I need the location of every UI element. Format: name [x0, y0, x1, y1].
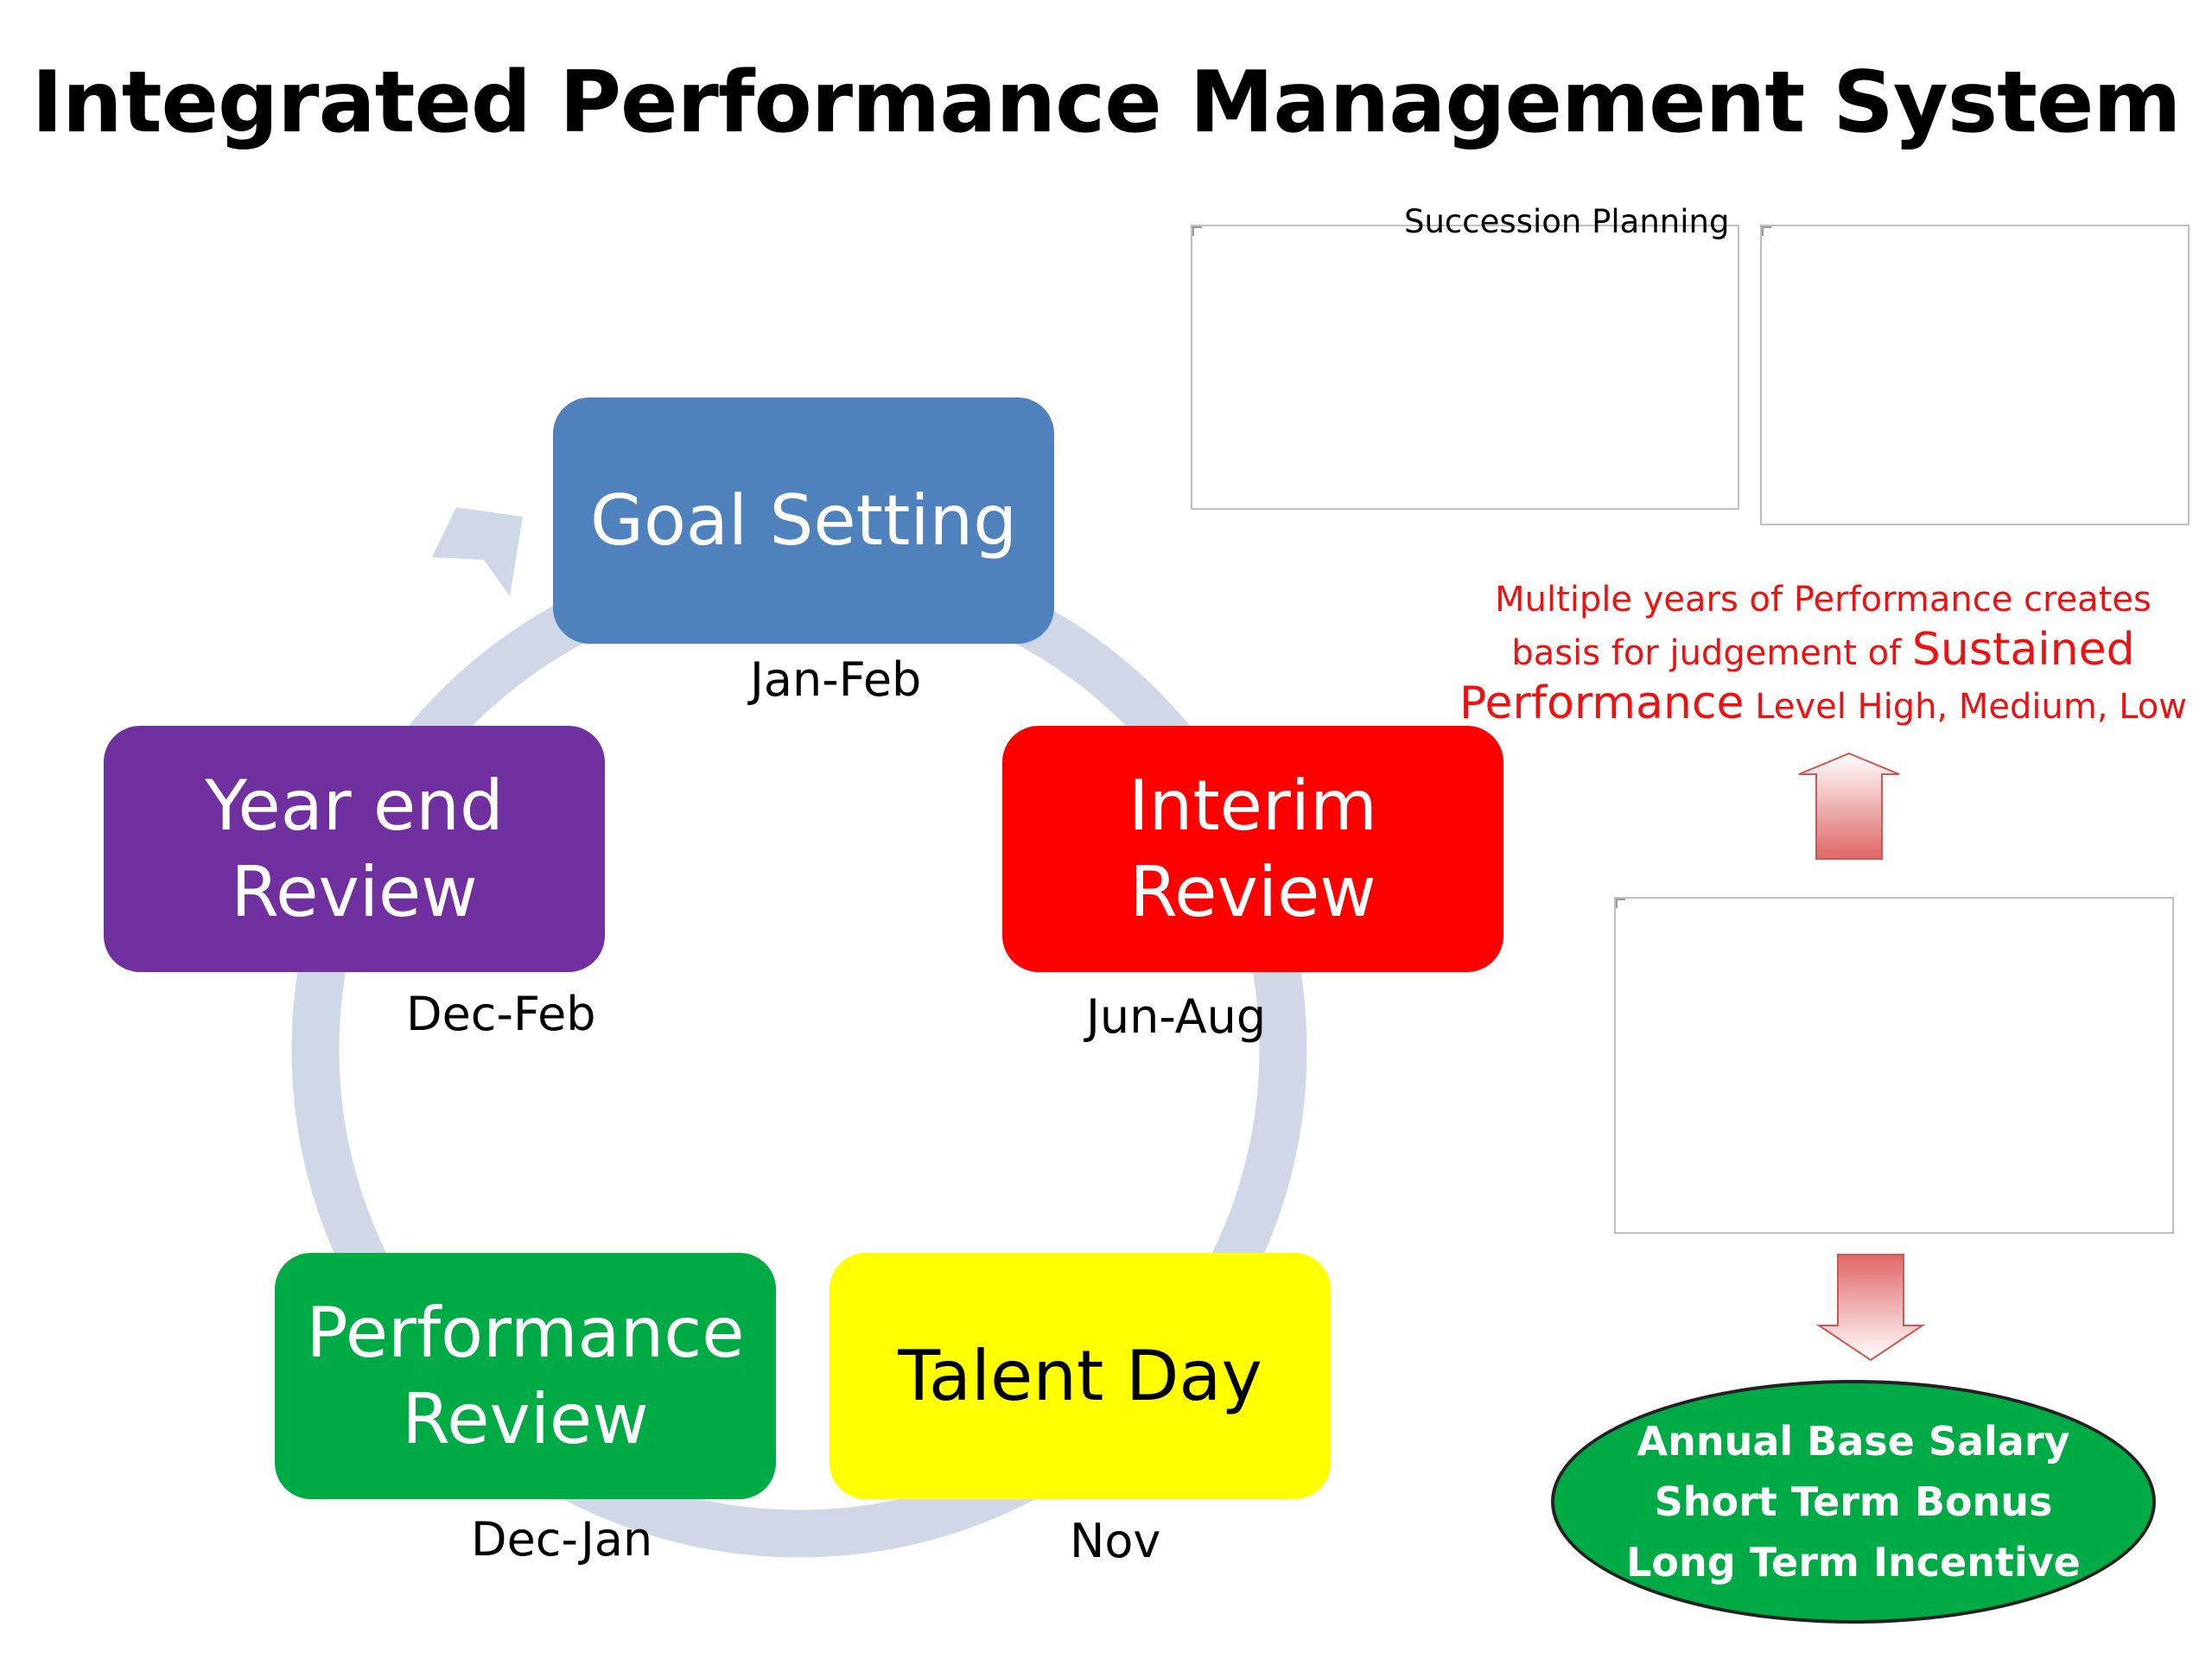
stage-performance-review: Performance Review	[275, 1253, 776, 1499]
sustained-performance-note: Multiple years of Performance creates ba…	[1434, 575, 2212, 732]
image-placeholder-frame	[1760, 225, 2190, 525]
compensation-line-1: Annual Base Salary	[1637, 1418, 2070, 1465]
image-placeholder-frame	[1614, 897, 2174, 1234]
note-line-3: Performance Level High, Medium, Low	[1459, 677, 2188, 729]
stage-interim-review: Interim Review	[1002, 726, 1503, 972]
period-performance-review: Dec-Jan	[471, 1512, 653, 1567]
stage-talent-day: Talent Day	[830, 1253, 1331, 1499]
broken-image-icon	[1762, 226, 1771, 236]
page-title: Integrated Performance Management System	[31, 54, 2181, 152]
broken-image-icon	[1616, 899, 1625, 908]
broken-image-icon	[1192, 226, 1202, 236]
compensation-line-3: Long Term Incentive	[1626, 1539, 2081, 1586]
stage-year-end-review: Year end Review	[104, 726, 605, 972]
stage-goal-setting: Goal Setting	[553, 397, 1054, 644]
period-goal-setting: Jan-Feb	[750, 652, 922, 707]
compensation-ellipse: Annual Base Salary Short Term Bonus Long…	[1551, 1380, 2156, 1624]
arrow-up-icon	[1798, 752, 1900, 860]
arrow-down-icon	[1815, 1254, 1926, 1362]
succession-planning-label: Succession Planning	[1404, 203, 1730, 240]
period-year-end-review: Dec-Feb	[406, 987, 596, 1041]
note-line-1: Multiple years of Performance creates	[1495, 580, 2152, 620]
period-interim-review: Jun-Aug	[1086, 989, 1267, 1044]
image-placeholder-frame	[1191, 225, 1739, 510]
compensation-line-2: Short Term Bonus	[1654, 1478, 2053, 1525]
period-talent-day: Nov	[1070, 1514, 1161, 1568]
cycle-arrowhead-icon	[432, 507, 523, 596]
note-line-2: basis for judgement of Sustained	[1511, 624, 2135, 676]
